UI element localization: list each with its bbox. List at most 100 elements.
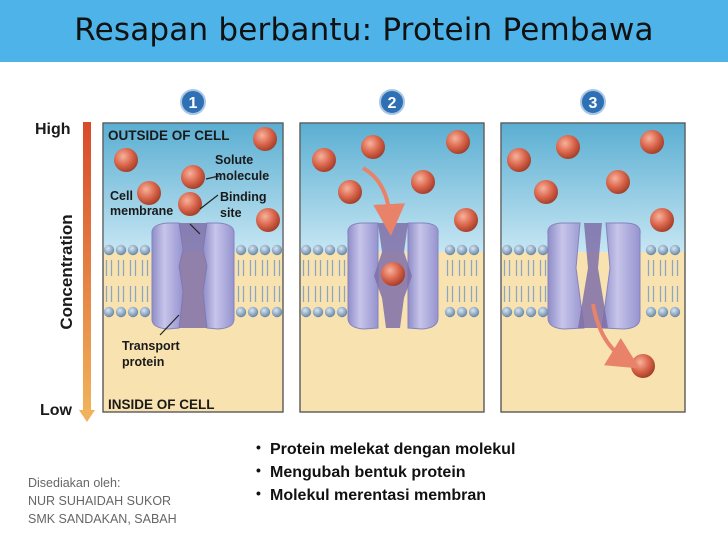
phospholipid-head <box>139 244 151 256</box>
phospholipid-head <box>501 306 513 318</box>
phospholipid-head <box>115 306 127 318</box>
phospholipid-head <box>103 244 115 256</box>
step-badge-2: 2 <box>379 89 405 115</box>
phospholipid-head <box>300 306 312 318</box>
concentration-gradient-bar <box>83 122 91 412</box>
phospholipid-head <box>456 244 468 256</box>
phospholipid-head <box>468 306 480 318</box>
transport-protein-label-line-1: Transport <box>122 339 180 353</box>
solute-molecule <box>411 170 435 194</box>
cell-membrane <box>300 244 480 318</box>
bullet-item: •Protein melekat dengan molekul <box>256 439 516 458</box>
phospholipid-head <box>271 244 283 256</box>
membrane-label-line-2: membrane <box>110 204 173 218</box>
phospholipid-head <box>336 306 348 318</box>
solute-molecule <box>446 130 470 154</box>
phospholipid-head <box>669 244 681 256</box>
outside-of-cell-label: OUTSIDE OF CELL <box>108 128 230 143</box>
phospholipid-head <box>127 306 139 318</box>
transport-protein-label-line-2: protein <box>122 355 164 369</box>
phospholipid-head <box>247 306 259 318</box>
bullet-item: •Molekul merentasi membran <box>256 485 487 504</box>
inside-of-cell-label: INSIDE OF CELL <box>108 397 215 412</box>
phospholipid-head <box>103 306 115 318</box>
phospholipid-head <box>537 244 549 256</box>
bullet-item: •Mengubah bentuk protein <box>256 462 466 481</box>
phospholipid-head <box>444 306 456 318</box>
binding-site-label-line-1: Binding <box>220 190 267 204</box>
title-bar: Resapan berbantu: Protein Pembawa <box>0 0 728 62</box>
phospholipid-head <box>300 244 312 256</box>
solute-molecule <box>256 208 280 232</box>
step-number: 3 <box>589 95 598 112</box>
phospholipid-head <box>115 244 127 256</box>
solute-molecule <box>381 262 405 286</box>
solute-molecule <box>178 192 202 216</box>
phospholipid-head <box>456 306 468 318</box>
phospholipid-head <box>247 244 259 256</box>
movement-arrow <box>591 303 640 369</box>
concentration-arrow-head <box>79 410 95 422</box>
phospholipid-head <box>235 244 247 256</box>
credit-line: SMK SANDAKAN, SABAH <box>28 512 177 526</box>
phospholipid-head <box>444 244 456 256</box>
phospholipid-head <box>657 306 669 318</box>
solute-molecule <box>361 135 385 159</box>
bullet-list: •Protein melekat dengan molekul •Menguba… <box>256 438 656 507</box>
membrane-label-line-1: Cell <box>110 189 133 203</box>
phospholipid-head <box>513 306 525 318</box>
binding-site-label-line-2: site <box>220 206 242 220</box>
phospholipid-head <box>537 306 549 318</box>
phospholipid-head <box>525 244 537 256</box>
axis-low-label: Low <box>40 402 73 419</box>
solute-molecule <box>137 181 161 205</box>
solute-molecule <box>556 135 580 159</box>
phospholipid-head <box>312 306 324 318</box>
solute-molecule <box>507 148 531 172</box>
phospholipid-head <box>669 306 681 318</box>
movement-arrow <box>361 166 406 236</box>
phospholipid-head <box>259 244 271 256</box>
axis-high-label: High <box>35 121 71 138</box>
carrier-protein-diagram: High Low Concentration OUTSIDE <box>28 82 708 432</box>
phospholipid-head <box>139 306 151 318</box>
panel-step-1: OUTSIDE OF CELL INSIDE OF CELL Solute mo… <box>102 122 284 413</box>
solute-molecule <box>640 130 664 154</box>
solute-molecule <box>338 180 362 204</box>
step-number: 2 <box>388 95 397 112</box>
phospholipid-head <box>501 244 513 256</box>
phospholipid-head <box>336 244 348 256</box>
cell-membrane <box>103 244 283 318</box>
phospholipid-head <box>235 306 247 318</box>
phospholipid-head <box>645 244 657 256</box>
step-badge-3: 3 <box>580 89 606 115</box>
solute-molecule <box>650 208 674 232</box>
solute-molecule <box>312 148 336 172</box>
phospholipid-head <box>259 306 271 318</box>
phospholipid-head <box>324 306 336 318</box>
solute-label-line-1: Solute <box>215 153 253 167</box>
solute-molecule <box>114 148 138 172</box>
solute-label-line-2: molecule <box>215 169 269 183</box>
credit-line: Disediakan oleh: <box>28 476 121 490</box>
transport-protein <box>347 222 379 330</box>
phospholipid-head <box>271 306 283 318</box>
solute-molecule <box>606 170 630 194</box>
phospholipid-head <box>127 244 139 256</box>
solute-molecule <box>534 180 558 204</box>
phospholipid-head <box>513 244 525 256</box>
phospholipid-head <box>312 244 324 256</box>
solute-molecule <box>454 208 478 232</box>
panel-step-3 <box>500 122 686 413</box>
step-number: 1 <box>189 95 198 112</box>
phospholipid-head <box>657 244 669 256</box>
panel-step-2 <box>299 122 485 413</box>
phospholipid-head <box>324 244 336 256</box>
axis-concentration-label: Concentration <box>57 214 76 329</box>
credits: Disediakan oleh: NUR SUHAIDAH SUKOR SMK … <box>28 474 248 528</box>
slide-title: Resapan berbantu: Protein Pembawa <box>74 12 654 48</box>
solute-molecule <box>181 165 205 189</box>
phospholipid-head <box>525 306 537 318</box>
cell-membrane <box>501 244 681 318</box>
transport-protein <box>547 222 585 330</box>
